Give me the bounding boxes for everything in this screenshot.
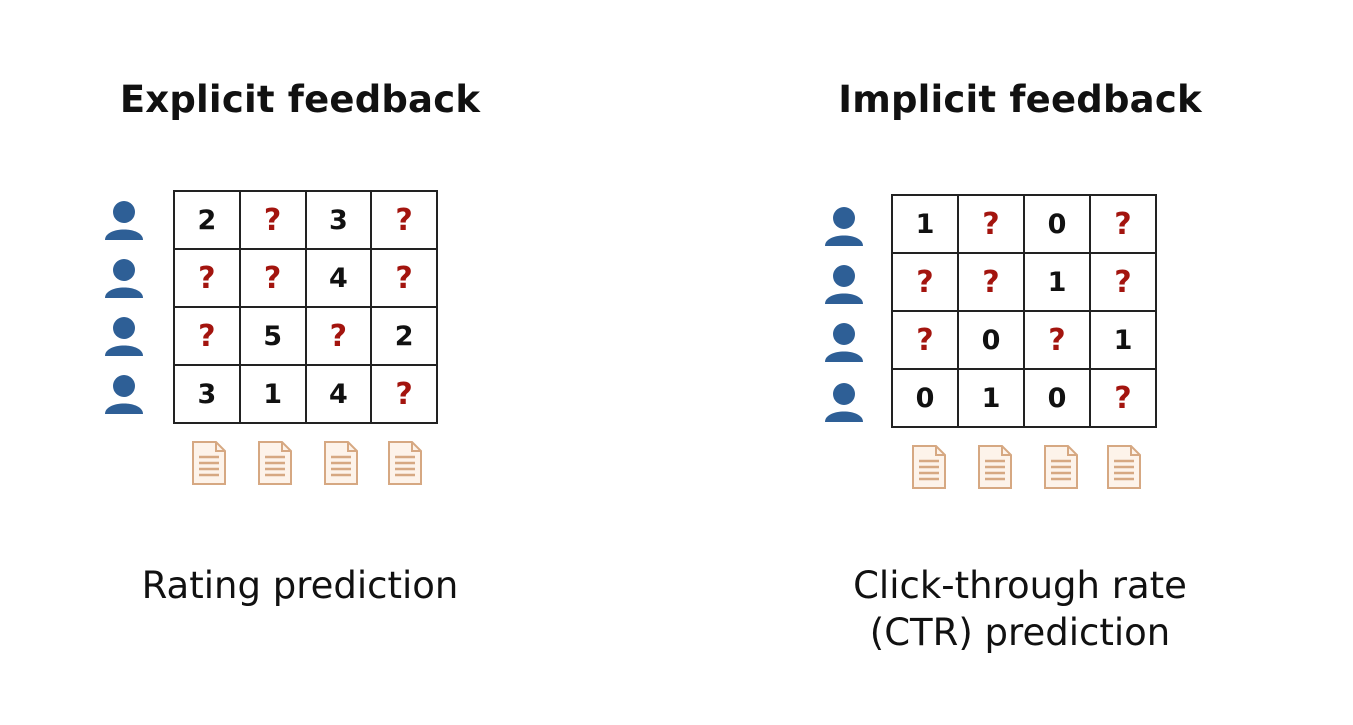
matrix-cell-unknown: ?: [370, 248, 438, 308]
panel-title: Implicit feedback: [838, 78, 1202, 121]
matrix-row: 3 1 4 ?: [173, 364, 438, 424]
task-label: Click-through rate (CTR) prediction: [760, 562, 1280, 656]
matrix-row: ? ? 4 ?: [173, 248, 438, 308]
document-icon: [978, 445, 1012, 489]
matrix-cell: 4: [304, 248, 373, 308]
panel-title: Explicit feedback: [119, 78, 481, 121]
matrix-cell-unknown: ?: [238, 248, 307, 308]
matrix-cell-unknown: ?: [370, 190, 438, 250]
user-icon: [105, 201, 143, 240]
matrix-cell-unknown: ?: [370, 364, 438, 424]
document-icon: [388, 441, 422, 485]
matrix-cell-unknown: ?: [1089, 194, 1157, 254]
matrix-cell-unknown: ?: [173, 248, 241, 308]
matrix-cell: 1: [891, 194, 959, 254]
document-icon: [1107, 445, 1141, 489]
matrix-cell: 0: [957, 310, 1025, 370]
matrix-cell-unknown: ?: [1023, 310, 1091, 370]
document-row: [891, 444, 1157, 492]
matrix-cell: 1: [238, 364, 307, 424]
document-row: [173, 440, 438, 488]
matrix-cell: 3: [304, 190, 373, 250]
matrix-row: ? ? 1 ?: [891, 252, 1157, 312]
document-icon: [1044, 445, 1078, 489]
matrix-cell: 5: [238, 306, 307, 366]
task-label: Rating prediction: [40, 562, 560, 609]
matrix-cell-unknown: ?: [1089, 368, 1157, 428]
user-icon: [825, 207, 863, 246]
user-icon: [105, 375, 143, 414]
matrix-cell: 4: [304, 364, 373, 424]
matrix-cell: 0: [891, 368, 959, 428]
document-icon: [324, 441, 358, 485]
matrix-row: ? 5 ? 2: [173, 306, 438, 366]
matrix-cell-unknown: ?: [957, 194, 1025, 254]
task-label-line: Rating prediction: [141, 564, 459, 607]
matrix-row: 0 1 0 ?: [891, 368, 1157, 428]
user-icon: [825, 383, 863, 422]
task-label-line: Click-through rate: [853, 564, 1187, 607]
matrix-cell-unknown: ?: [173, 306, 241, 366]
rating-matrix: 2 ? 3 ? ? ? 4 ? ? 5 ? 2 3 1 4 ?: [173, 190, 438, 424]
matrix-cell-unknown: ?: [891, 252, 959, 312]
task-label-line: (CTR) prediction: [869, 611, 1171, 654]
matrix-cell-unknown: ?: [891, 310, 959, 370]
document-icon: [192, 441, 226, 485]
matrix-cell: 0: [1023, 194, 1091, 254]
matrix-cell: 2: [370, 306, 438, 366]
implicit-feedback-panel: Implicit feedback 1 ? 0 ? ? ? 1 ? ? 0 ? …: [760, 0, 1280, 725]
matrix-row: 2 ? 3 ?: [173, 190, 438, 250]
document-icon: [912, 445, 946, 489]
matrix-cell-unknown: ?: [304, 306, 373, 366]
document-icon: [258, 441, 292, 485]
matrix-row: ? 0 ? 1: [891, 310, 1157, 370]
user-icon: [825, 323, 863, 362]
user-icon: [825, 265, 863, 304]
explicit-feedback-panel: Explicit feedback 2 ? 3 ? ? ? 4 ? ? 5 ? …: [40, 0, 560, 725]
matrix-row: 1 ? 0 ?: [891, 194, 1157, 254]
matrix-cell: 1: [1089, 310, 1157, 370]
matrix-cell: 2: [173, 190, 241, 250]
user-icon: [105, 259, 143, 298]
matrix-cell-unknown: ?: [238, 190, 307, 250]
matrix-cell-unknown: ?: [1089, 252, 1157, 312]
matrix-cell: 0: [1023, 368, 1091, 428]
user-icon: [105, 317, 143, 356]
matrix-cell: 3: [173, 364, 241, 424]
matrix-cell: 1: [957, 368, 1025, 428]
click-matrix: 1 ? 0 ? ? ? 1 ? ? 0 ? 1 0 1 0 ?: [891, 194, 1157, 428]
matrix-cell: 1: [1023, 252, 1091, 312]
matrix-cell-unknown: ?: [957, 252, 1025, 312]
